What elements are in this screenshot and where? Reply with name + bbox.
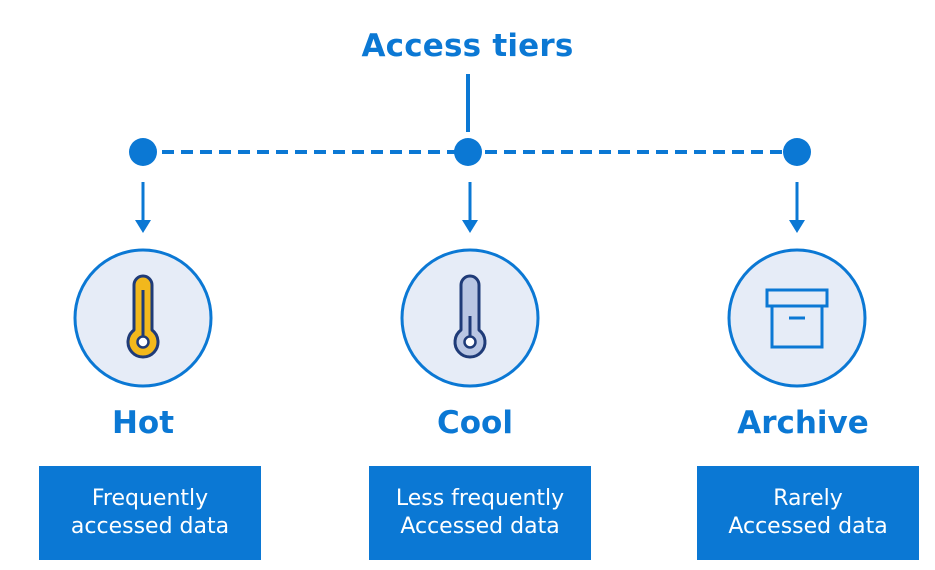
arrow-down-icon bbox=[135, 182, 151, 233]
tier-name-cool: Cool bbox=[437, 405, 513, 441]
tier-description-line: accessed data bbox=[70, 514, 230, 539]
diagram-title: Access tiers bbox=[361, 28, 574, 64]
tier-name-archive: Archive bbox=[737, 405, 869, 441]
arrow-down-icon bbox=[462, 182, 478, 233]
tier-description-line: Accessed data bbox=[728, 514, 888, 539]
thermometer-cool-icon bbox=[453, 274, 487, 359]
node-dot-cool bbox=[454, 138, 482, 166]
tier-icon-circle-archive bbox=[727, 248, 867, 388]
thermometer-hot-icon bbox=[126, 274, 160, 359]
tier-description-line: Accessed data bbox=[400, 514, 560, 539]
tier-icon-circle-hot bbox=[73, 248, 213, 388]
tier-description-line: Rarely bbox=[773, 486, 843, 511]
node-dot-hot bbox=[129, 138, 157, 166]
tier-icon-circle-cool bbox=[400, 248, 540, 388]
tier-description-cool: Less frequently Accessed data bbox=[369, 466, 591, 560]
tier-description-hot: Frequently accessed data bbox=[39, 466, 261, 560]
arrow-down-icon bbox=[789, 182, 805, 233]
tier-name-hot: Hot bbox=[111, 405, 175, 441]
tier-description-line: Less frequently bbox=[395, 486, 565, 511]
tier-description-line: Frequently bbox=[91, 486, 209, 511]
node-dot-archive bbox=[783, 138, 811, 166]
tier-description-archive: Rarely Accessed data bbox=[697, 466, 919, 560]
archive-box-icon bbox=[765, 288, 829, 349]
